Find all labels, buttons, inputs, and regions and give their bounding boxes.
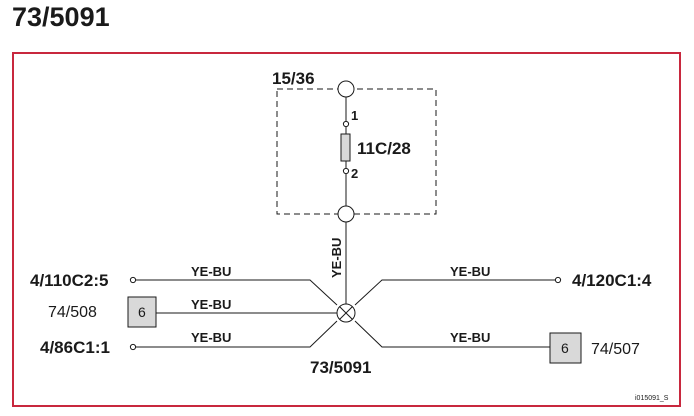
left-wire-2-label: YE-BU bbox=[191, 297, 231, 312]
right-box-2 bbox=[549, 332, 582, 364]
right-wire-2 bbox=[354, 320, 550, 348]
splice-cross-b bbox=[339, 306, 353, 320]
supply-terminal bbox=[337, 80, 355, 98]
left-connector-3-pin bbox=[129, 343, 137, 351]
left-connector-2-label: 74/508 bbox=[48, 304, 97, 321]
right-connector-1-label: 4/120C1:4 bbox=[572, 271, 652, 290]
fuse-pin-2 bbox=[342, 167, 350, 175]
fuse-output-terminal bbox=[337, 205, 355, 223]
left-connector-1-label: 4/110C2:5 bbox=[30, 271, 108, 290]
figure-id: i015091_S bbox=[635, 395, 669, 402]
fuse-pin-1-label: 1 bbox=[351, 108, 358, 123]
left-connector-3-label: 4/86C1:1 bbox=[40, 338, 110, 357]
left-connector-1-pin bbox=[129, 276, 137, 284]
right-wire-1 bbox=[354, 279, 555, 306]
fuse-enclosure bbox=[276, 88, 437, 215]
left-wire-3 bbox=[136, 320, 338, 348]
diagram-frame bbox=[12, 52, 681, 407]
right-connector-1-pin bbox=[554, 276, 562, 284]
right-connector-2-label: 74/507 bbox=[591, 341, 640, 358]
fuse-pin-1 bbox=[342, 120, 350, 128]
page-title: 73/5091 bbox=[12, 2, 110, 32]
supply-label: 15/36 bbox=[272, 69, 315, 88]
left-box-2 bbox=[127, 296, 157, 328]
vertical-wire-label: YE-BU bbox=[329, 238, 344, 278]
fuse-pin-2-label: 2 bbox=[351, 166, 358, 181]
splice-label: 73/5091 bbox=[310, 358, 371, 377]
right-wire-2-label: YE-BU bbox=[450, 330, 490, 345]
right-wire-1-label: YE-BU bbox=[450, 264, 490, 279]
fuse-label: 11C/28 bbox=[357, 139, 411, 158]
left-wire-1 bbox=[136, 279, 338, 306]
right-box-2-label: 6 bbox=[561, 340, 569, 356]
left-wire-3-label: YE-BU bbox=[191, 330, 231, 345]
fuse-body bbox=[340, 133, 351, 162]
left-wire-1-label: YE-BU bbox=[191, 264, 231, 279]
left-box-2-label: 6 bbox=[138, 304, 146, 320]
